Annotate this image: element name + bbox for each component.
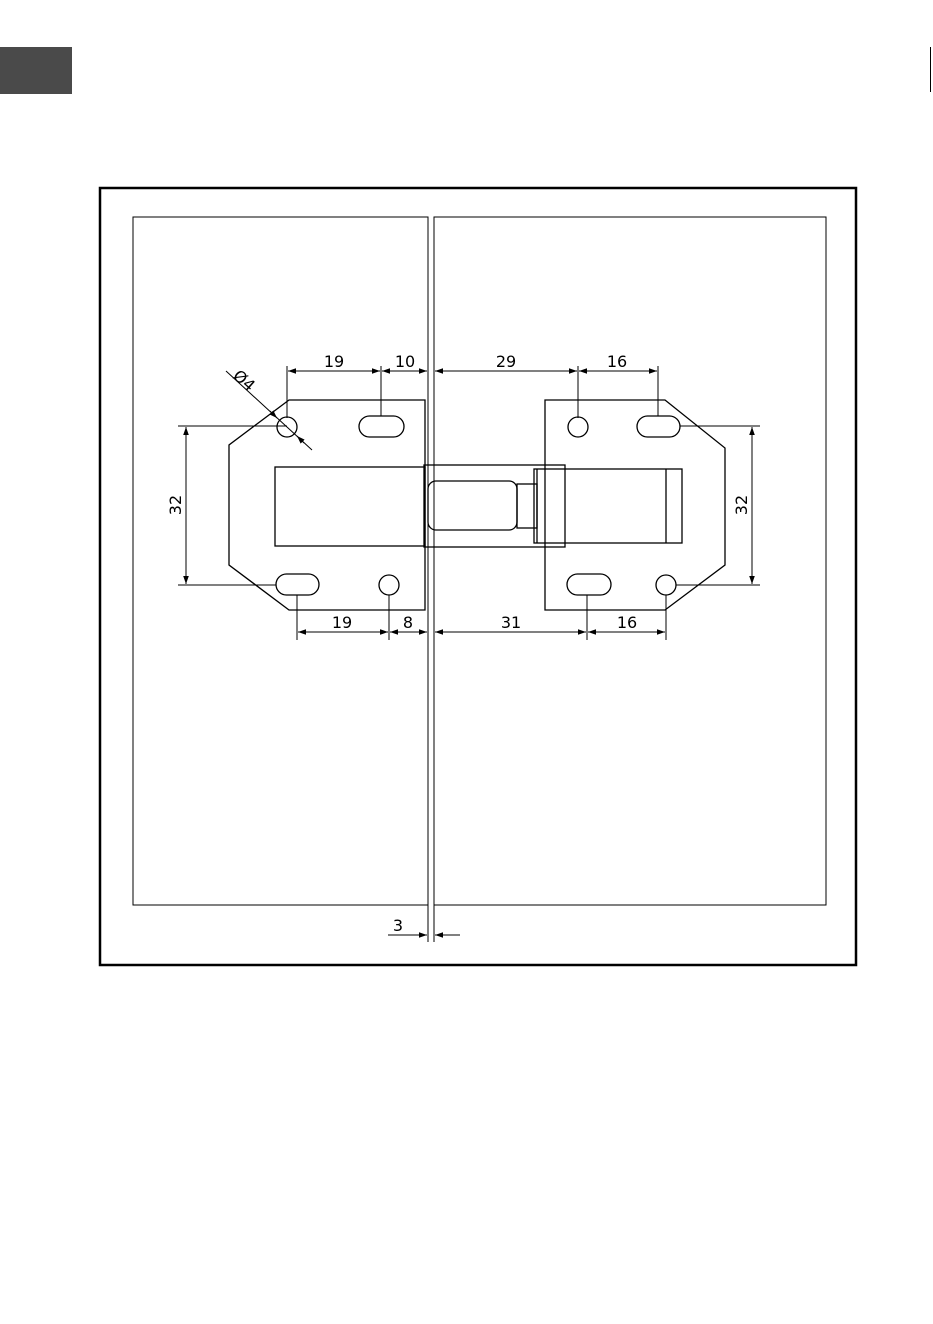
left-plate-slot bbox=[276, 574, 319, 595]
hinge-latch bbox=[428, 481, 517, 530]
left-plate-hole bbox=[379, 575, 399, 595]
dimension-lines bbox=[178, 366, 760, 935]
right-plate-hole bbox=[568, 417, 588, 437]
dim-label: 32 bbox=[166, 495, 185, 515]
right-plate-slot bbox=[637, 416, 680, 437]
left-door-panel bbox=[133, 217, 428, 905]
right-door-panel bbox=[434, 217, 826, 905]
right-mounting-plate bbox=[545, 400, 725, 610]
right-plate-hole bbox=[656, 575, 676, 595]
gap-label: 3 bbox=[393, 916, 403, 935]
door-panels bbox=[133, 217, 826, 942]
diagram-frame bbox=[100, 188, 856, 965]
dimension-labels: Ø4 19 10 29 16 32 32 19 8 31 16 3 bbox=[166, 352, 751, 935]
dim-label: 16 bbox=[607, 352, 627, 371]
dim-label: 19 bbox=[324, 352, 344, 371]
hole-diameter-label: Ø4 bbox=[229, 366, 259, 395]
left-mounting-plate bbox=[229, 400, 425, 610]
dim-label: 16 bbox=[617, 613, 637, 632]
left-plate-slot bbox=[359, 416, 404, 437]
right-plate-slot bbox=[567, 574, 611, 595]
dim-label: 10 bbox=[395, 352, 415, 371]
dim-label: 19 bbox=[332, 613, 352, 632]
dim-label: 29 bbox=[496, 352, 516, 371]
dim-label: 8 bbox=[403, 613, 413, 632]
dim-label: 32 bbox=[732, 495, 751, 515]
hinge-body bbox=[275, 465, 682, 547]
dim-label: 31 bbox=[501, 613, 521, 632]
